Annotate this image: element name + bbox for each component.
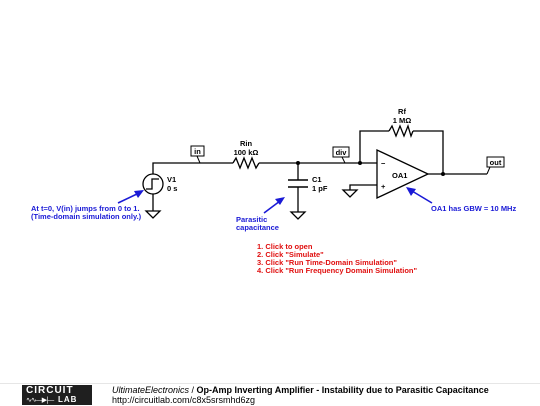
note-step: At t=0, V(in) jumps from 0 to 1. (Time-d…: [31, 190, 144, 221]
c1-name: C1: [312, 175, 322, 184]
note-parasitic: Parasitic capacitance: [236, 197, 285, 232]
capacitor-c1[interactable]: C1 1 pF: [288, 175, 328, 193]
ground-c1: [289, 211, 307, 220]
net-flag-out[interactable]: out: [486, 156, 505, 175]
footer-circuit-title[interactable]: Op-Amp Inverting Amplifier - Instability…: [196, 385, 489, 395]
circuit-schematic: Rin 100 kΩ Rf 1 MΩ C1 1 pF V1 0 s − + OA…: [31, 107, 516, 275]
net-in-label: in: [194, 147, 201, 156]
net-div-label: div: [336, 148, 348, 157]
footer-separator: /: [189, 385, 197, 395]
junction-dots: [296, 161, 445, 176]
note-parasitic-line-1: Parasitic: [236, 215, 267, 224]
note-step-line-2: (Time-domain simulation only.): [31, 212, 142, 221]
net-out-label: out: [490, 158, 502, 167]
step-2: 2. Click "Simulate": [257, 250, 324, 259]
net-flag-div[interactable]: div: [332, 146, 350, 164]
step-3: 3. Click "Run Time-Domain Simulation": [257, 258, 397, 267]
footer-bar: CIRCUIT ∿∿—▶|— LAB UltimateElectronics /…: [0, 383, 540, 406]
rf-value: 1 MΩ: [393, 116, 412, 125]
ground-opamp: [341, 189, 359, 198]
opamp-minus-sign: −: [381, 159, 386, 168]
resistor-rin[interactable]: Rin 100 kΩ: [232, 139, 260, 170]
footer-url[interactable]: http://circuitlab.com/c8x5srsmhd6zg: [112, 395, 256, 405]
note-gbw: OA1 has GBW = 10 MHz: [406, 187, 516, 213]
v1-name: V1: [167, 175, 176, 184]
step-4: 4. Click "Run Frequency Domain Simulatio…: [257, 266, 418, 275]
logo-text-bottom: LAB: [58, 395, 78, 404]
instruction-steps: 1. Click to open 2. Click "Simulate" 3. …: [257, 242, 418, 275]
circuitlab-logo[interactable]: CIRCUIT ∿∿—▶|— LAB: [22, 385, 92, 405]
v1-value: 0 s: [167, 184, 177, 193]
rin-name: Rin: [240, 139, 253, 148]
footer-title: UltimateElectronics / Op-Amp Inverting A…: [112, 385, 489, 395]
opamp-oa1[interactable]: − + OA1: [376, 148, 430, 200]
opamp-plus-sign: +: [381, 182, 386, 191]
ground-v1: [144, 210, 162, 219]
footer-author[interactable]: UltimateElectronics: [112, 385, 190, 395]
note-parasitic-line-2: capacitance: [236, 223, 279, 232]
logo-circuit-glyph: ∿∿—▶|—: [26, 396, 55, 404]
c1-value: 1 pF: [312, 184, 328, 193]
resistor-rf[interactable]: Rf 1 MΩ: [388, 107, 414, 138]
rin-value: 100 kΩ: [234, 148, 259, 157]
wires: [152, 130, 487, 212]
step-1[interactable]: 1. Click to open: [257, 242, 313, 251]
voltage-source-v1[interactable]: V1 0 s: [142, 173, 177, 195]
logo-text-top: CIRCUIT: [26, 385, 74, 396]
net-flag-in[interactable]: in: [190, 145, 205, 164]
note-step-line-1: At t=0, V(in) jumps from 0 to 1.: [31, 204, 140, 213]
oa1-name: OA1: [392, 171, 407, 180]
rf-name: Rf: [398, 107, 406, 116]
note-gbw-text: OA1 has GBW = 10 MHz: [431, 204, 516, 213]
